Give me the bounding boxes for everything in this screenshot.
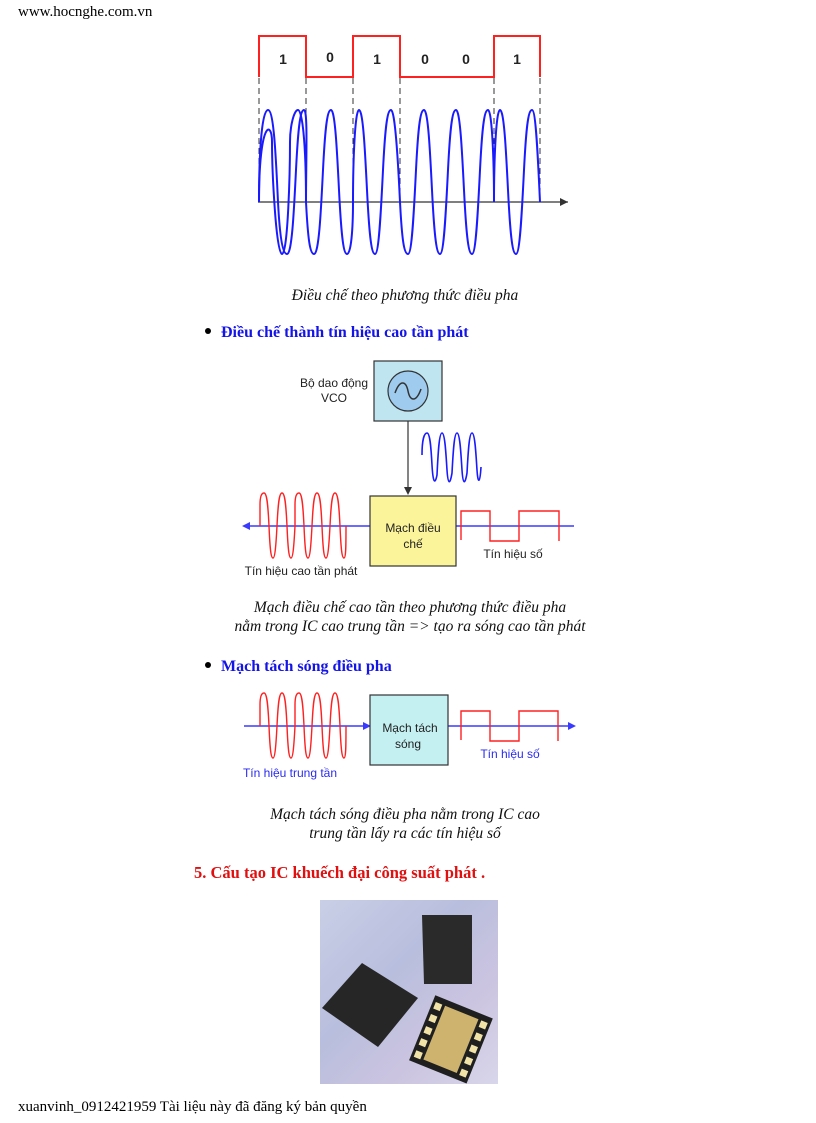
ic-chip [322,963,418,1047]
svg-text:sóng: sóng [395,737,421,751]
modulator-block-diagram: Bộ dao động VCO Mạch điều chế Tín hiệu c… [242,360,574,578]
svg-text:Bộ dao động: Bộ dao động [300,376,368,390]
svg-text:chế: chế [403,537,423,551]
arrow-down-icon [404,487,412,495]
digital-output-signal [460,710,559,742]
bullet-dot-icon [205,328,211,335]
figure3-caption: Mạch tách sóng điều pha nằm trong IC cao… [270,806,540,842]
ic-chips-photo [320,900,498,1084]
bit-labels: 1 0 1 0 0 1 [279,49,521,67]
modulator-box [369,495,457,567]
figure1-caption: Điều chế theo phương thức điều pha [291,287,519,304]
svg-text:1: 1 [279,51,287,67]
arrow-right-icon [363,722,371,730]
if-input-wave [259,692,347,759]
svg-text:1: 1 [513,51,521,67]
footer-copyright: xuanvinh_0912421959 Tài liệu này đã đăng… [18,1099,367,1115]
svg-text:Tín hiệu số: Tín hiệu số [483,547,543,561]
svg-text:Tín hiệu cao tần phát: Tín hiệu cao tần phát [245,564,358,578]
bullet-heading-demodulation: Mạch tách sóng điều pha [205,658,392,676]
bullet-dot-icon [205,662,211,669]
ic-chip-underside [409,995,493,1084]
svg-text:Mạch điều: Mạch điều [385,521,440,535]
digital-signal [258,35,541,78]
figure2-caption: Mạch điều chế cao tần theo phương thức đ… [234,599,586,635]
digital-input-signal [460,510,560,542]
svg-text:Mạch tách: Mạch tách [382,721,437,735]
detector-block-diagram: Mạch tách sóng Tín hiệu trung tần Tín hi… [243,692,576,780]
svg-text:VCO: VCO [321,391,347,405]
ic-chip [422,915,472,984]
header-url: www.hocnghe.com.vn [18,4,153,20]
arrow-left-icon [242,522,250,530]
svg-text:Tín hiệu số: Tín hiệu số [480,747,540,761]
ic-chips-illustration [322,915,493,1084]
bullet-heading-modulation: Điều chế thành tín hiệu cao tần phát [205,324,469,342]
arrow-right-icon [560,198,568,206]
arrow-right-icon [568,722,576,730]
detector-box [369,694,449,766]
svg-text:1: 1 [373,51,381,67]
svg-text:Tín hiệu trung tần: Tín hiệu trung tần [243,766,337,780]
svg-text:0: 0 [421,51,429,67]
svg-text:0: 0 [326,49,334,65]
svg-text:0: 0 [462,51,470,67]
vco-carrier-wave [421,432,482,483]
psk-waveform-diagram: 1 0 1 0 0 1 [258,35,568,256]
rf-output-wave [259,492,347,559]
section-heading-5: 5. Cấu tạo IC khuếch đại công suất phát … [194,863,486,882]
carrier-wave [258,108,541,256]
